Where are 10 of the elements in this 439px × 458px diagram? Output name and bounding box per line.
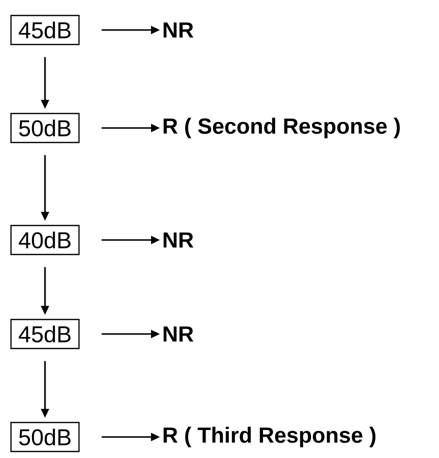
response-label: R ( Third Response ) [164, 426, 376, 448]
response-label: NR [164, 22, 194, 38]
response-label: R ( Second Response ) [164, 118, 400, 138]
level-box: 45dB [10, 14, 80, 46]
response-label: NR [164, 326, 194, 342]
level-box: 40dB [10, 224, 80, 256]
level-box: 50dB [10, 422, 80, 452]
response-label: NR [164, 232, 194, 248]
level-box: 50dB [10, 112, 80, 144]
level-box: 45dB [10, 318, 80, 350]
